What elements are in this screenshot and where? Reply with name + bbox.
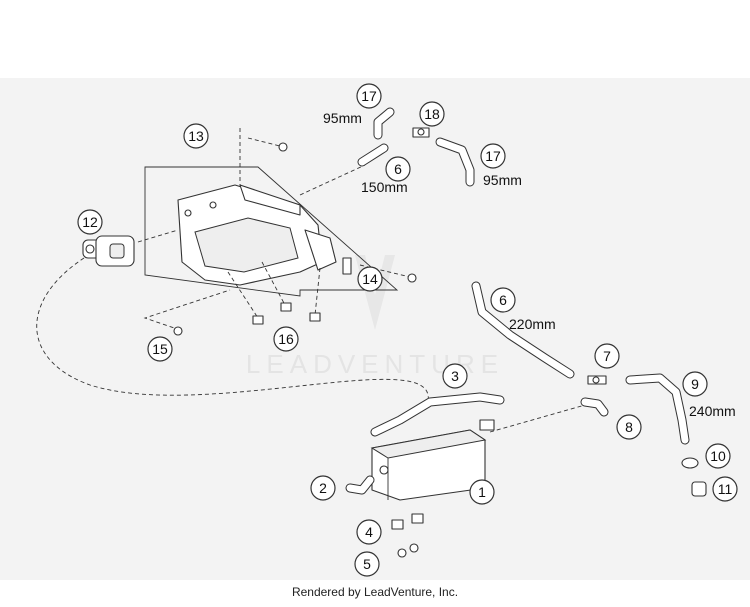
callout-14[interactable]: 14: [357, 266, 383, 292]
svg-text:13: 13: [188, 128, 204, 144]
callout-17-upper[interactable]: 17: [356, 83, 382, 109]
svg-text:10: 10: [710, 448, 726, 464]
clamp-10: [681, 457, 699, 469]
nut-5: [397, 543, 419, 558]
svg-text:6: 6: [394, 161, 402, 177]
svg-text:6: 6: [499, 292, 507, 308]
bolt-15: [173, 326, 183, 336]
callout-6-upper[interactable]: 6: [385, 156, 411, 182]
callout-17-lower[interactable]: 17: [480, 143, 506, 169]
svg-text:14: 14: [362, 271, 378, 287]
routing-line-6: [299, 164, 366, 196]
elbow-2: [345, 475, 375, 495]
hose-6-long: [471, 281, 575, 379]
hose-17-lower: [435, 137, 475, 187]
callout-15[interactable]: 15: [147, 336, 173, 362]
callout-4[interactable]: 4: [356, 519, 382, 545]
callout-13[interactable]: 13: [183, 123, 209, 149]
svg-text:12: 12: [82, 214, 98, 230]
footer-credit: Rendered by LeadVenture, Inc.: [291, 585, 459, 599]
routing-line-15: [143, 289, 231, 331]
callout-2[interactable]: 2: [310, 475, 336, 501]
callout-1[interactable]: 1: [469, 479, 495, 505]
clip-4: [391, 513, 424, 530]
routing-line-bolt: [247, 137, 281, 147]
svg-text:18: 18: [424, 106, 440, 122]
svg-text:7: 7: [603, 348, 611, 364]
callout-9[interactable]: 9: [682, 371, 708, 397]
routing-line-canister: [489, 404, 586, 433]
svg-text:17: 17: [485, 148, 501, 164]
length-label-17-upper: 95mm: [323, 110, 362, 126]
elbow-8: [580, 397, 609, 417]
hose-3: [370, 392, 505, 437]
hose-6-upper: [357, 143, 389, 167]
bolt-top: [278, 142, 288, 152]
bracket-group-outline: [144, 166, 399, 297]
svg-text:8: 8: [625, 419, 633, 435]
callout-11[interactable]: 11: [712, 476, 738, 502]
svg-text:9: 9: [691, 376, 699, 392]
svg-text:3: 3: [451, 368, 459, 384]
callout-6-lower[interactable]: 6: [490, 287, 516, 313]
connector-18: [412, 127, 430, 138]
routing-line-valve: [36, 257, 431, 411]
svg-text:17: 17: [361, 88, 377, 104]
svg-text:2: 2: [319, 480, 327, 496]
purge-valve: [82, 235, 135, 267]
canister-bracket: [177, 184, 352, 286]
callout-7[interactable]: 7: [594, 343, 620, 369]
length-label-9: 240mm: [689, 403, 736, 419]
svg-text:1: 1: [478, 484, 486, 500]
svg-text:5: 5: [363, 556, 371, 572]
hose-17-upper: [373, 107, 395, 140]
callout-18[interactable]: 18: [419, 101, 445, 127]
svg-text:4: 4: [365, 524, 373, 540]
bolt-14: [407, 273, 417, 283]
callout-10[interactable]: 10: [705, 443, 731, 469]
callout-12[interactable]: 12: [77, 209, 103, 235]
routing-line-16: [227, 261, 321, 319]
svg-text:11: 11: [718, 481, 733, 497]
length-label-17-lower: 95mm: [483, 172, 522, 188]
svg-text:15: 15: [152, 341, 168, 357]
length-label-6-lower: 220mm: [509, 316, 556, 332]
length-label-6-upper: 150mm: [361, 179, 408, 195]
clip-16: [252, 302, 321, 325]
cap-11: [691, 481, 707, 497]
hose-9: [625, 373, 690, 445]
callout-8[interactable]: 8: [616, 414, 642, 440]
carbon-canister: [370, 419, 495, 501]
callout-16[interactable]: 16: [273, 326, 299, 352]
callout-3[interactable]: 3: [442, 363, 468, 389]
svg-text:16: 16: [278, 331, 294, 347]
connector-7: [587, 375, 607, 385]
callout-5[interactable]: 5: [354, 551, 380, 577]
